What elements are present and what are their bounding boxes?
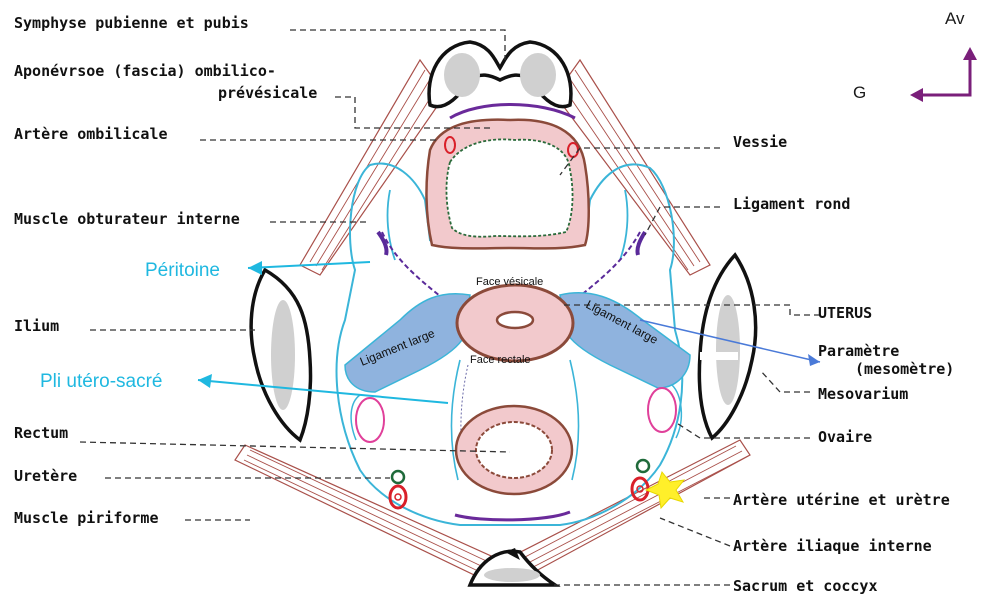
label-aponevrose: Aponévrsoe (fascia) ombilico- xyxy=(14,62,276,80)
label-av: Av xyxy=(945,9,965,28)
orientation-arrow xyxy=(910,47,977,102)
label-piriforme: Muscle piriforme xyxy=(14,509,159,527)
label-rectum: Rectum xyxy=(14,424,68,442)
ovary-left xyxy=(356,398,384,442)
ovary-right xyxy=(648,388,676,432)
label-mesovarium: Mesovarium xyxy=(818,385,908,403)
label-ilium: Ilium xyxy=(14,317,59,335)
uterus xyxy=(457,285,573,361)
label-obturateur: Muscle obturateur interne xyxy=(14,210,240,228)
ureter-left xyxy=(392,471,404,483)
label-peritoine: Péritoine xyxy=(145,260,220,281)
label-ligament-rond: Ligament rond xyxy=(733,195,850,213)
ilium-left xyxy=(251,270,310,440)
label-g: G xyxy=(853,83,866,102)
label-sacrum: Sacrum et coccyx xyxy=(733,577,878,595)
label-artere-uterine: Artère utérine et urètre xyxy=(733,491,950,509)
label-uterus: UTERUS xyxy=(818,304,872,322)
label-face-rectale: Face rectale xyxy=(470,354,531,366)
label-parametre: Paramètre xyxy=(818,342,899,360)
ureter-right xyxy=(637,460,649,472)
pubis-bone xyxy=(429,42,571,107)
rectum xyxy=(456,406,572,494)
label-uretere: Uretère xyxy=(14,467,77,485)
label-artere-ombilicale: Artère ombilicale xyxy=(14,125,168,143)
label-ovaire: Ovaire xyxy=(818,428,872,446)
label-iliaque-interne: Artère iliaque interne xyxy=(733,537,932,555)
bladder xyxy=(426,120,588,249)
label-pli-utero-sacre: Pli utéro-sacré xyxy=(40,371,163,392)
broad-ligament-right xyxy=(560,293,690,388)
label-vessie: Vessie xyxy=(733,133,787,151)
label-face-vesicale: Face vésicale xyxy=(476,276,543,288)
label-prevesicale: prévésicale xyxy=(218,84,317,102)
ilium-right xyxy=(699,255,755,438)
label-mesometre: (mesomètre) xyxy=(855,360,954,378)
label-symphyse: Symphyse pubienne et pubis xyxy=(14,14,249,32)
